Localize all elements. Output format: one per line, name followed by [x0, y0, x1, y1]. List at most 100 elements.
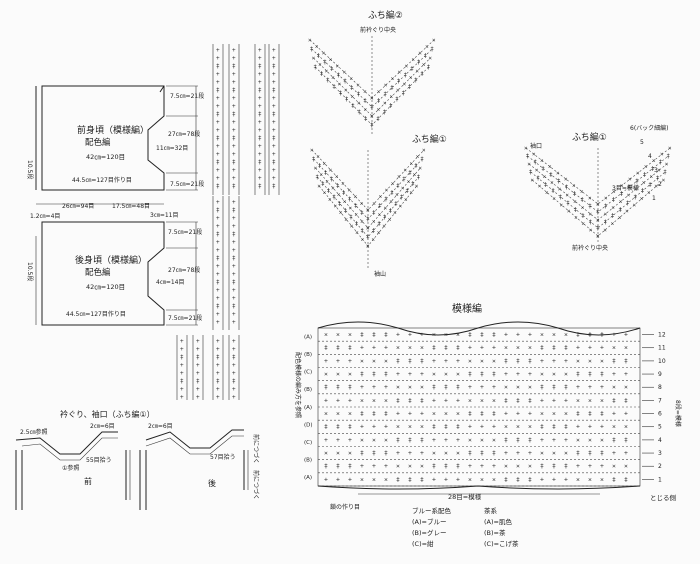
chart-stitch: ‡ [321, 181, 325, 188]
chart-stitch: × [337, 192, 341, 199]
chart-row-line [532, 179, 664, 237]
pattern-stitch: × [348, 410, 352, 418]
column-stitch: + [258, 47, 262, 54]
pattern-stitch: × [396, 462, 400, 470]
pattern-title: 模様編 [452, 302, 482, 315]
back-edging-outline [139, 429, 244, 510]
stitch-columns: ++‡++‡++‡++‡++‡++‡++‡++‡++‡++‡++‡++‡++‡+… [176, 44, 280, 401]
chart-stitch: ‡ [408, 83, 412, 90]
column-stitch: + [180, 338, 184, 345]
pattern-stitch: ‡ [372, 331, 376, 339]
pattern-stitch: + [600, 462, 604, 470]
pattern-stitch: × [552, 331, 556, 339]
pattern-stitch: + [600, 423, 604, 431]
pattern-stitch: × [384, 357, 388, 365]
pattern-stitch: + [420, 410, 424, 418]
chart-edge3-n6: 3目=模様 [612, 184, 639, 192]
pattern-stitch: ‡ [444, 344, 448, 352]
pattern-chart: 模様編 配色模様の編み方を参照 28目=模様 鎖の作り目 とじる側 8段=模様 … [294, 302, 682, 511]
column-stitch: + [272, 175, 276, 182]
pattern-stitch: ‡ [420, 436, 424, 444]
pattern-stitch: + [360, 423, 364, 431]
column-stitch: + [216, 346, 220, 353]
chart-stitch: × [328, 196, 332, 203]
pattern-stitch: + [336, 396, 340, 404]
column-stitch: + [232, 215, 236, 222]
column-stitch: ‡ [258, 63, 262, 70]
pattern-stitch: × [552, 370, 556, 378]
column-stitch: + [216, 127, 220, 134]
pattern-stitch: × [516, 383, 520, 391]
chart-stitch: × [372, 218, 376, 225]
pattern-stitch: × [564, 370, 568, 378]
pattern-stitch: + [576, 344, 580, 352]
chart-stitch: × [342, 69, 346, 76]
chart-stitch: × [383, 205, 387, 212]
chart-stitch: ‡ [551, 188, 555, 195]
chart-stitch: ‡ [395, 96, 399, 103]
pattern-stitch: + [432, 436, 436, 444]
pattern-row-number: 1 [658, 476, 662, 483]
chart-stitch: ‡ [390, 189, 394, 196]
column-stitch: + [232, 295, 236, 302]
pattern-stitch: ‡ [348, 383, 352, 391]
pattern-stitch: + [492, 423, 496, 431]
chart-stitch: ‡ [348, 196, 352, 203]
chart-stitch: × [360, 200, 364, 207]
pattern-stitch: × [600, 357, 604, 365]
pattern-stitch: × [504, 423, 508, 431]
front-right-2: 27㎝=78段 [168, 130, 200, 138]
chart-edge2-title: ふち編② [368, 9, 403, 21]
column-stitch: + [232, 287, 236, 294]
chart-stitch: ‡ [420, 70, 424, 77]
chart-stitch: ‡ [366, 234, 370, 241]
back-panel: 後身頃（模様編） 配色編 42㎝=120目 44.5㎝=127目作り目 10.5… [26, 221, 202, 326]
chart-stitch: ‡ [323, 59, 327, 66]
pattern-stitch: + [516, 449, 520, 457]
chart-stitch: ‡ [400, 194, 404, 201]
chart-stitch: ‡ [574, 206, 578, 213]
pattern-stitch: ‡ [336, 383, 340, 391]
pattern-stitch: + [564, 436, 568, 444]
column-stitch: + [232, 79, 236, 86]
column-stitch: + [216, 167, 220, 174]
pattern-stitch: + [540, 357, 544, 365]
column-stitch: + [216, 143, 220, 150]
column-stitch: + [216, 370, 220, 377]
pattern-stitch: ‡ [468, 331, 472, 339]
pattern-stitch: × [492, 357, 496, 365]
front-edging-label-2: 2㎝=6目 [90, 423, 115, 430]
pattern-stitch: × [528, 383, 532, 391]
chart-stitch: × [628, 176, 632, 183]
pattern-stitch: + [456, 475, 460, 483]
column-stitch: ‡ [180, 378, 184, 385]
pattern-stitch: ‡ [468, 449, 472, 457]
pattern-stitch: ‡ [432, 383, 436, 391]
column-stitch: ‡ [232, 378, 236, 385]
back-right-3: 4㎝=14目 [156, 279, 184, 286]
chart-stitch: ‡ [327, 187, 331, 194]
chart-stitch: × [354, 212, 358, 219]
chart-stitch: × [604, 211, 608, 218]
chart-stitch: × [574, 214, 578, 221]
pattern-stitch: + [552, 475, 556, 483]
chart-stitch: ‡ [663, 169, 667, 176]
column-stitch: + [216, 215, 220, 222]
column-stitch: ‡ [272, 87, 276, 94]
pattern-stitch: + [576, 462, 580, 470]
chart-stitch: × [389, 94, 393, 101]
chart-stitch: × [336, 63, 340, 70]
column-stitch: ‡ [232, 183, 236, 190]
chart-row-line [313, 57, 431, 117]
chart-stitch: × [556, 170, 560, 177]
pattern-stitch: × [600, 475, 604, 483]
dim-2: 26㎝=94目 [62, 203, 94, 210]
column-stitch: ‡ [272, 135, 276, 142]
pattern-stitch: ‡ [384, 410, 388, 418]
column-stitch: + [272, 103, 276, 110]
column-stitch: ‡ [258, 111, 262, 118]
chart-stitch: ‡ [364, 116, 368, 123]
column-stitch: ‡ [258, 159, 262, 166]
chart-stitch: ‡ [397, 78, 401, 85]
pattern-stitch: + [468, 423, 472, 431]
